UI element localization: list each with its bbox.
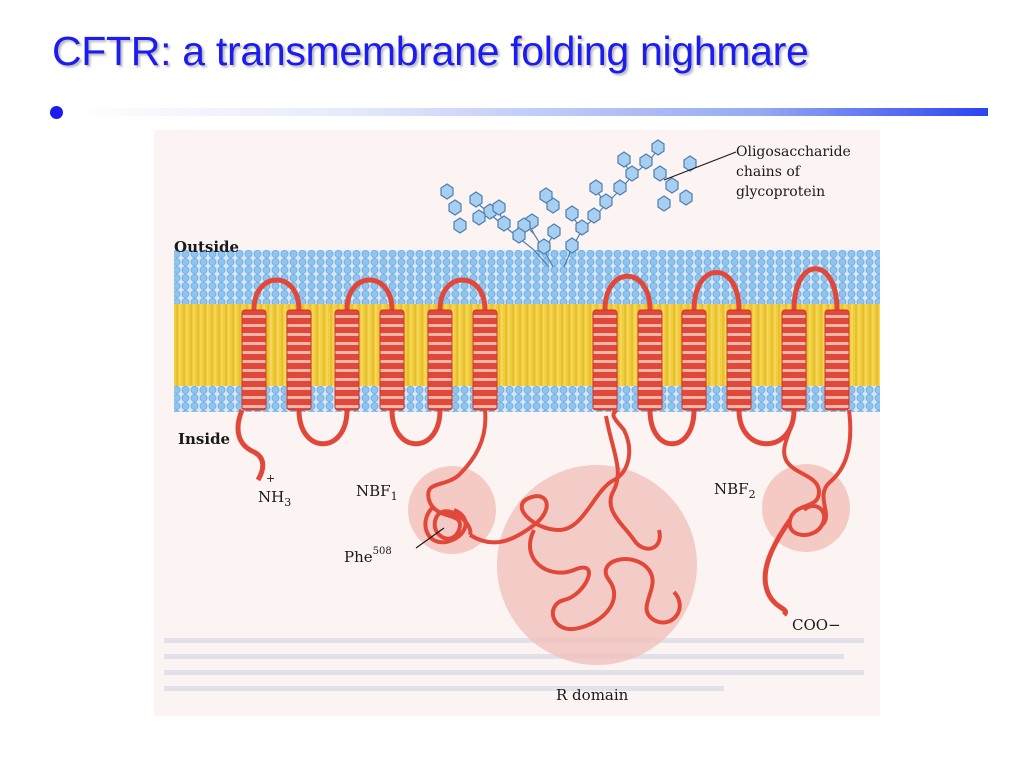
oligosaccharide-chains [440, 139, 697, 268]
outside-label: Outside [174, 238, 239, 256]
coo-label: COO− [792, 616, 841, 634]
intracellular-loops [296, 409, 797, 447]
nbf1-text: NBF [356, 482, 391, 500]
slide-title: CFTR: a transmembrane folding nighmare [52, 28, 809, 74]
oligosaccharide-pointer [663, 151, 737, 181]
nbf1-domain [408, 409, 496, 554]
cftr-figure: Oligosaccharide chains of glycoprotein O… [154, 130, 880, 716]
phe508-pointer [415, 527, 445, 549]
transmembrane-helices-1 [241, 309, 498, 411]
nbf2-subscript: 2 [749, 488, 756, 501]
nh3-label: NH3 [258, 488, 291, 509]
oligosaccharide-label-line3: glycoprotein [736, 184, 825, 200]
nbf1-label: NBF1 [356, 482, 398, 503]
nh3-charge: + [266, 472, 275, 485]
nh3-subscript: 3 [284, 496, 291, 509]
nh3-text: NH [258, 488, 284, 506]
cftr-diagram: Oligosaccharide chains of glycoprotein O… [164, 139, 880, 704]
inside-label: Inside [178, 430, 230, 448]
scanned-text-ghost [164, 638, 864, 691]
nbf2-label: NBF2 [714, 480, 756, 501]
oligosaccharide-label-line2: chains of [736, 164, 802, 180]
r-domain [468, 408, 697, 665]
title-bullet [50, 106, 63, 119]
extracellular-loops [251, 266, 840, 311]
nbf2-text: NBF [714, 480, 749, 498]
lipid-bilayer [174, 250, 880, 412]
phe508-label: Phe508 [344, 546, 392, 566]
phe-text: Phe [344, 548, 373, 566]
r-domain-label: R domain [556, 686, 629, 704]
n-terminus-tail [235, 409, 266, 482]
title-underline [66, 108, 988, 116]
nbf1-subscript: 1 [391, 490, 398, 503]
c-terminus-tail [762, 518, 793, 617]
phe-superscript: 508 [373, 546, 392, 557]
oligosaccharide-label-line1: Oligosaccharide [736, 144, 851, 160]
nbf2-domain [762, 409, 853, 552]
